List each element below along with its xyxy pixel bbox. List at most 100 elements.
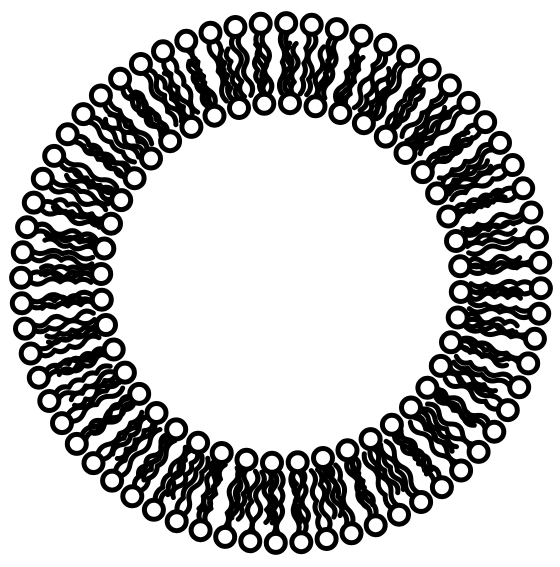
outer-leaflet-lipid-8-head bbox=[466, 439, 491, 464]
outer-leaflet-lipid-59-tail-2 bbox=[436, 142, 494, 181]
lipid-heads bbox=[9, 11, 553, 555]
outer-leaflet-lipid-47-tail-1 bbox=[235, 32, 256, 98]
inner-leaflet-lipid-38-tail-2 bbox=[390, 87, 426, 135]
inner-leaflet-lipid-2-tail-2 bbox=[462, 319, 519, 337]
inner-leaflet-lipid-41-head bbox=[425, 181, 450, 206]
inner-leaflet-lipid-13-tail-1 bbox=[235, 466, 251, 522]
outer-leaflet-lipid-14-head bbox=[339, 521, 364, 546]
outer-leaflet-lipid-29-head bbox=[26, 365, 51, 390]
outer-leaflet-lipid-39-head bbox=[55, 122, 80, 147]
outer-leaflet-lipid-2-tail-1 bbox=[466, 306, 533, 321]
outer-leaflet-lipid-6-tail-1 bbox=[442, 376, 502, 412]
outer-leaflet-lipid-30-tail-2 bbox=[37, 333, 102, 359]
outer-leaflet-lipid-61-head bbox=[511, 176, 536, 201]
inner-leaflet-lipid-10-tail-1 bbox=[325, 463, 345, 519]
inner-leaflet-lipid-37-head bbox=[351, 111, 376, 136]
outer-leaflet-lipid-46-tail-2 bbox=[206, 39, 229, 104]
inner-leaflet-lipid-23-head bbox=[89, 262, 114, 286]
inner-leaflet-lipid-23-tail-2 bbox=[39, 263, 96, 273]
outer-leaflet-lipid-10-head bbox=[429, 475, 454, 500]
outer-leaflet-lipid-50-head bbox=[299, 12, 324, 37]
outer-leaflet-lipid-2-tail-2 bbox=[467, 299, 534, 314]
outer-leaflet-lipid-38-head bbox=[42, 143, 67, 168]
outer-leaflet-lipid-28-tail-1 bbox=[52, 363, 113, 397]
inner-leaflet-lipid-15-head bbox=[186, 430, 211, 455]
inner-leaflet-lipid-28-tail-1 bbox=[102, 116, 146, 158]
inner-leaflet-lipid-12-head bbox=[260, 450, 284, 475]
outer-leaflet-lipid-25-head bbox=[81, 451, 106, 476]
inner-leaflet-lipid-16-tail-2 bbox=[135, 431, 172, 479]
inner-leaflet-lipid-30-tail-2 bbox=[161, 70, 193, 121]
outer-leaflet-lipid-34-tail-1 bbox=[29, 247, 96, 262]
outer-leaflet-lipid-50-tail-2 bbox=[297, 30, 312, 97]
outer-leaflet-lipid-13-head bbox=[363, 513, 388, 538]
outer-leaflet-lipid-49-tail-2 bbox=[276, 29, 288, 96]
outer-leaflet-lipid-41-tail-1 bbox=[106, 96, 155, 147]
inner-leaflet-lipid-30-head bbox=[179, 114, 204, 139]
outer-leaflet-lipid-40-tail-2 bbox=[85, 119, 137, 165]
inner-leaflet-lipid-5-tail-1 bbox=[433, 387, 481, 423]
inner-leaflet-lipid-11-head bbox=[285, 450, 310, 475]
outer-leaflet-lipid-51-head bbox=[324, 17, 349, 42]
outer-leaflet-lipid-42-head bbox=[108, 66, 133, 91]
outer-leaflet-lipid-46-head bbox=[198, 20, 223, 45]
inner-leaflet-lipid-19-head bbox=[112, 360, 137, 385]
outer-leaflet-lipid-11-head bbox=[409, 490, 434, 514]
outer-leaflet-lipid-59-head bbox=[488, 130, 512, 155]
outer-leaflet-lipid-6-head bbox=[495, 398, 520, 423]
inner-leaflet-lipid-43-tail-1 bbox=[461, 219, 517, 239]
inner-leaflet-lipid-16-head bbox=[164, 417, 189, 442]
inner-leaflet-lipid-39-tail-2 bbox=[411, 109, 452, 152]
outer-leaflet-lipid-53-tail-2 bbox=[351, 48, 383, 111]
inner-leaflet-lipid-44-tail-2 bbox=[466, 260, 523, 273]
outer-leaflet-lipid-2-head bbox=[527, 301, 552, 326]
outer-leaflet-lipid-63-head bbox=[525, 225, 549, 250]
inner-leaflet-lipid-27-tail-1 bbox=[81, 143, 129, 179]
inner-leaflet-lipid-36-head bbox=[328, 101, 353, 125]
inner-leaflet-lipid-41-tail-2 bbox=[443, 163, 494, 195]
inner-leaflet-lipid-24-head bbox=[92, 236, 117, 261]
inner-leaflet-lipid-20-tail-1 bbox=[56, 352, 110, 378]
outer-leaflet-lipid-15-tail-2 bbox=[315, 467, 333, 533]
outer-leaflet-lipid-43-head bbox=[128, 52, 153, 76]
outer-leaflet-lipid-33-tail-2 bbox=[27, 276, 94, 287]
inner-leaflet-lipid-26-head bbox=[109, 188, 134, 213]
inner-leaflet-lipid-19-tail-1 bbox=[72, 377, 122, 409]
inner-leaflet-lipid-27-head bbox=[122, 166, 147, 191]
inner-leaflet-lipid-17-tail-1 bbox=[114, 418, 156, 461]
inner-leaflet-lipid-44-tail-1 bbox=[465, 253, 523, 267]
inner-leaflet-lipid-1-tail-1 bbox=[466, 285, 524, 296]
inner-leaflet-lipid-16-tail-1 bbox=[141, 435, 177, 483]
inner-leaflet-lipid-18-tail-2 bbox=[87, 393, 134, 431]
inner-leaflet-lipid-25-tail-2 bbox=[52, 197, 107, 222]
inner-leaflet-lipid-4-head bbox=[428, 353, 453, 378]
outer-leaflet-lipid-30-head bbox=[18, 341, 43, 366]
inner-leaflet-lipid-12-tail-2 bbox=[261, 468, 274, 525]
lipid-tails bbox=[27, 29, 535, 537]
outer-leaflet-lipid-5-head bbox=[507, 375, 532, 400]
outer-leaflet-lipid-27-tail-2 bbox=[68, 385, 126, 424]
outer-leaflet-lipid-31-head bbox=[13, 316, 37, 341]
inner-leaflet-lipid-38-head bbox=[373, 124, 398, 149]
outer-leaflet-lipid-34-head bbox=[10, 240, 35, 265]
outer-leaflet-lipid-62-head bbox=[519, 200, 544, 225]
outer-leaflet-lipid-20-head bbox=[188, 518, 213, 543]
outer-leaflet-lipid-60-tail-1 bbox=[449, 169, 510, 203]
outer-leaflet-lipid-40-head bbox=[71, 102, 96, 127]
outer-leaflet-lipid-31-tail-1 bbox=[30, 308, 96, 329]
inner-leaflet-lipid-3-head bbox=[439, 330, 463, 355]
inner-leaflet-lipid-18-tail-1 bbox=[91, 399, 137, 436]
outer-leaflet-lipid-15-head bbox=[314, 527, 339, 551]
outer-leaflet-lipid-5-tail-1 bbox=[451, 359, 513, 390]
outer-leaflet-lipid-29-tail-2 bbox=[45, 351, 108, 381]
inner-leaflet-lipid-25-head bbox=[99, 211, 123, 236]
outer-leaflet-lipid-7-head bbox=[482, 419, 507, 444]
outer-leaflet-lipid-60-head bbox=[500, 153, 525, 177]
outer-leaflet-lipid-5-tail-2 bbox=[453, 353, 516, 384]
outer-leaflet-lipid-16-head bbox=[289, 530, 314, 555]
outer-leaflet-lipid-45-head bbox=[174, 28, 199, 53]
outer-leaflet-lipid-21-tail-1 bbox=[174, 453, 205, 515]
inner-leaflet-lipid-21-tail-2 bbox=[44, 321, 100, 340]
outer-leaflet-lipid-49-head bbox=[274, 11, 299, 36]
inner-leaflet-lipid-29-tail-1 bbox=[128, 93, 165, 139]
